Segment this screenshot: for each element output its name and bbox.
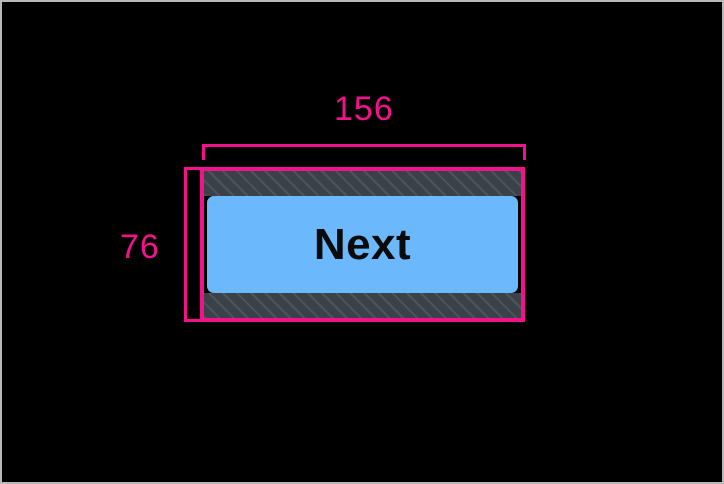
bracket-tick-end bbox=[523, 144, 526, 160]
next-button-label: Next bbox=[313, 219, 412, 269]
bracket-spine bbox=[202, 144, 526, 147]
width-dimension-label: 156 bbox=[334, 90, 394, 128]
padding-band-top bbox=[204, 171, 521, 196]
bracket-tick-end bbox=[184, 319, 200, 322]
height-measurement-bracket bbox=[184, 167, 200, 322]
height-dimension-label: 76 bbox=[120, 228, 160, 266]
bracket-tick-start bbox=[202, 144, 205, 160]
bracket-spine bbox=[184, 167, 187, 322]
width-measurement-bracket bbox=[202, 144, 526, 160]
bracket-tick-start bbox=[184, 167, 200, 170]
padding-band-bottom bbox=[204, 293, 521, 318]
element-highlight-outline: Next bbox=[200, 167, 525, 322]
next-button[interactable]: Next bbox=[207, 196, 518, 293]
